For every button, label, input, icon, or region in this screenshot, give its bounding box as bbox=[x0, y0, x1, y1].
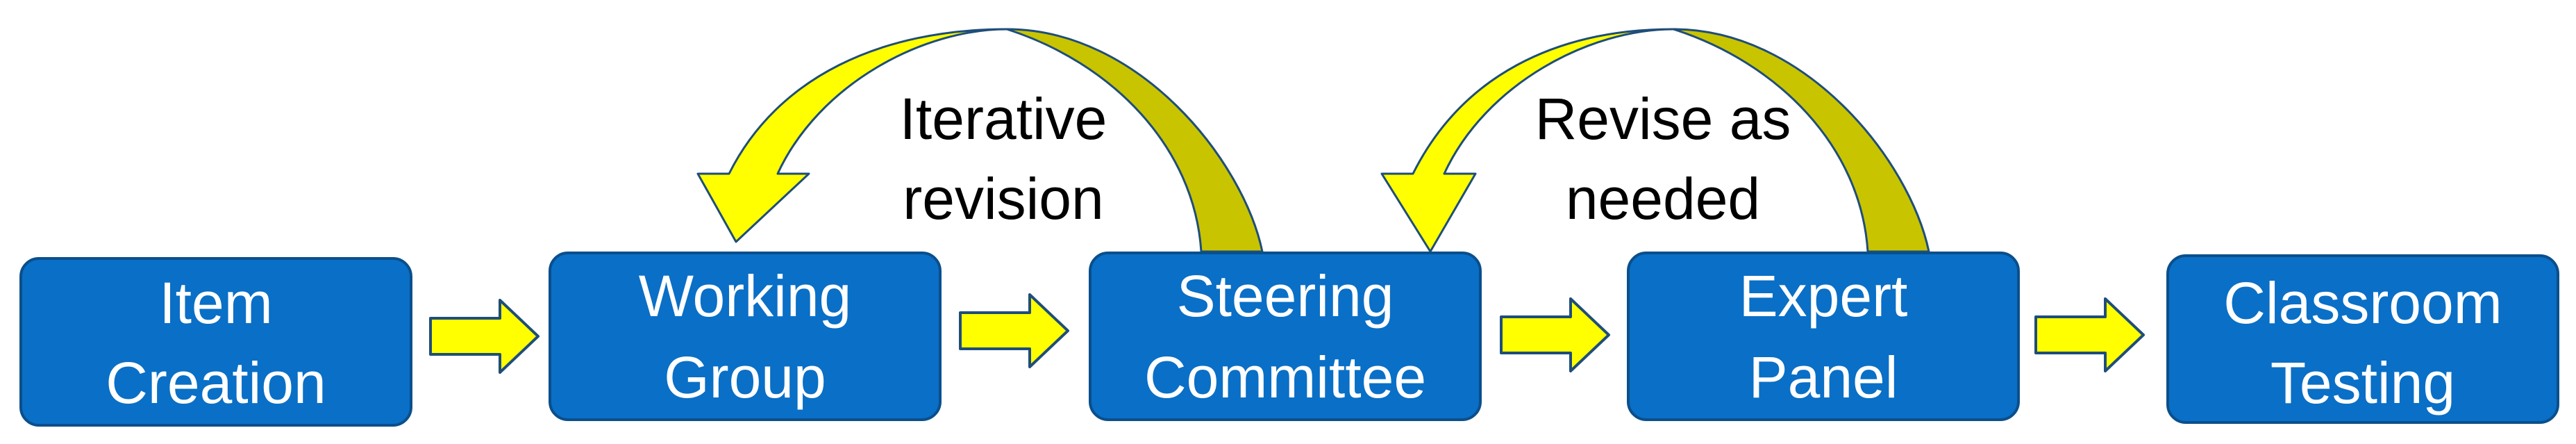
flow-arrow-2 bbox=[959, 293, 1069, 368]
flow-arrow-1 bbox=[429, 299, 540, 374]
stage-box bbox=[1627, 252, 2020, 421]
loop-arrow-iterative-revision-side bbox=[1006, 28, 1264, 253]
loop-arrow-iterative-revision-body bbox=[696, 28, 1008, 243]
stage-label-line2: Group bbox=[664, 345, 826, 410]
stage-label-line2: Committee bbox=[1144, 345, 1426, 410]
loop-label-revise-as-needed-line1: Revise as bbox=[1535, 86, 1791, 151]
stage-classroom-testing: Classroom Testing bbox=[2166, 254, 2559, 424]
loop-arrow-revise-as-needed bbox=[1380, 28, 1930, 253]
stage-working-group: Working Group bbox=[549, 252, 942, 421]
stage-box bbox=[2166, 254, 2559, 424]
stage-label-line1: Working bbox=[639, 263, 852, 329]
stage-label-line1: Item bbox=[159, 270, 272, 336]
loop-label-iterative-revision-line2: revision bbox=[903, 166, 1103, 231]
loop-arrow-iterative-revision bbox=[696, 28, 1264, 253]
stage-expert-panel: Expert Panel bbox=[1627, 252, 2020, 421]
stage-label-line1: Steering bbox=[1177, 263, 1394, 329]
stage-item-creation: Item Creation bbox=[19, 257, 412, 427]
stage-label-line1: Classroom bbox=[2223, 270, 2502, 336]
flow-arrow-3 bbox=[1500, 297, 1610, 372]
stage-box bbox=[19, 257, 412, 427]
stage-label-line2: Panel bbox=[1749, 345, 1898, 410]
loop-label-revise-as-needed-line2: needed bbox=[1566, 166, 1760, 231]
stage-label-line2: Testing bbox=[2270, 350, 2455, 416]
stage-box bbox=[549, 252, 942, 421]
flow-arrow-4 bbox=[2034, 297, 2145, 372]
stage-label-line1: Expert bbox=[1739, 263, 1908, 329]
loop-label-iterative-revision-line1: Iterative bbox=[900, 86, 1107, 151]
loop-arrow-revise-as-needed-body bbox=[1380, 28, 1675, 253]
loop-arrow-revise-as-needed-side bbox=[1673, 28, 1930, 253]
stage-steering-committee: Steering Committee bbox=[1089, 252, 1482, 421]
stage-label-line2: Creation bbox=[106, 350, 326, 416]
stage-box bbox=[1089, 252, 1482, 421]
